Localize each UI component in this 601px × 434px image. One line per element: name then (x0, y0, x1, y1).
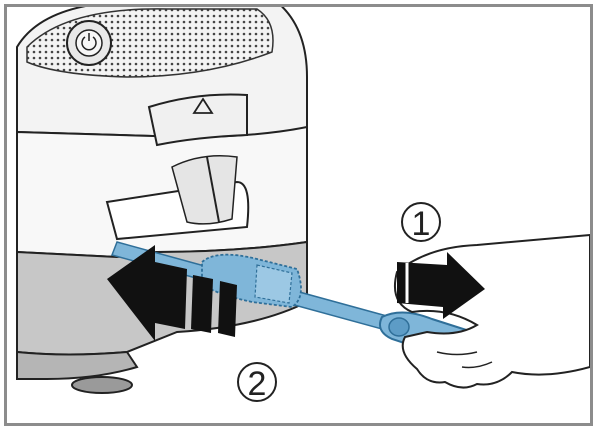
arrow-left-icon (107, 245, 237, 341)
latch-handle (147, 93, 248, 147)
instruction-diagram: 1 2 (16, 7, 590, 403)
step-1-badge: 1 (401, 202, 441, 243)
arrow-right-icon (397, 252, 485, 319)
warning-triangle-icon (192, 97, 214, 114)
step-2-badge: 2 (237, 362, 277, 403)
power-button-icon (66, 20, 112, 66)
step-1-label: 1 (412, 205, 431, 243)
appliance-body (16, 7, 308, 394)
hand (393, 233, 590, 389)
step-2-label: 2 (248, 365, 267, 403)
illustration-frame: 1 2 (4, 4, 593, 426)
